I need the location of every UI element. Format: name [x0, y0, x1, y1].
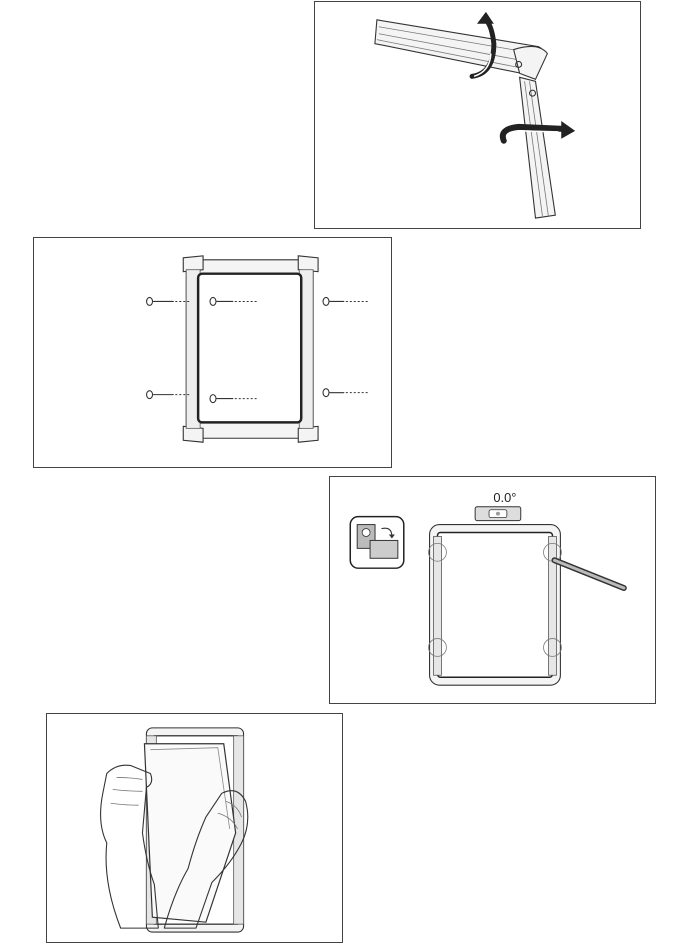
screw-icon: [209, 394, 259, 404]
left-hand-icon: [100, 764, 159, 929]
poster-sheet-icon: [143, 743, 237, 923]
portrait-landscape-rotate-icon: [349, 515, 405, 569]
step-insert-poster-panel: [46, 713, 343, 943]
open-profile-illustration: [374, 11, 576, 219]
rotate-arrow-right-icon: [499, 120, 576, 144]
level-readout: 0.0°: [493, 490, 516, 505]
right-hand-icon: [163, 790, 249, 929]
step-open-profile-panel: [314, 1, 641, 229]
insert-poster-illustration: [100, 727, 249, 933]
step-level-align-panel: 0.0°: [329, 476, 656, 704]
spirit-level-icon: [474, 506, 522, 522]
rotate-arrow-up-icon: [469, 11, 497, 79]
marking-rod-icon: [551, 557, 627, 591]
screw-icon: [322, 296, 368, 306]
screw-icon: [209, 296, 259, 306]
screw-icon: [146, 390, 190, 400]
screw-icon: [146, 296, 190, 306]
screw-icon: [322, 388, 368, 398]
screw-mount-illustration: [146, 255, 368, 443]
step-screw-mount-panel: [33, 237, 392, 468]
level-align-illustration: 0.0°: [349, 490, 627, 686]
